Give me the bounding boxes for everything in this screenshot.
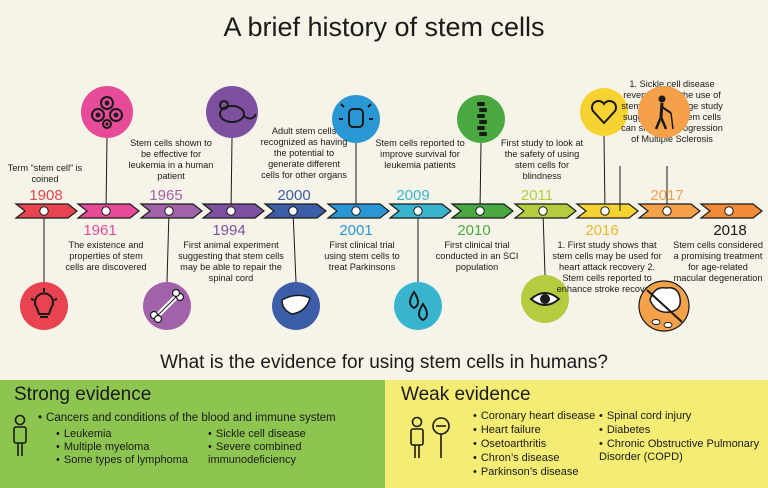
connector-line bbox=[166, 210, 170, 283]
year-1908: 1908 bbox=[29, 187, 63, 204]
weak-evidence-title: Weak evidence bbox=[401, 384, 531, 405]
walking-person-arm bbox=[661, 106, 672, 114]
timeline-node-2001 bbox=[351, 206, 361, 216]
walking-cane bbox=[670, 112, 674, 130]
cells-icon bbox=[81, 86, 133, 138]
year-2011: 2011 bbox=[520, 187, 554, 204]
timeline-node-2011 bbox=[538, 206, 548, 216]
year-2009: 2009 bbox=[396, 187, 430, 204]
person-with-sign-icon bbox=[410, 416, 450, 458]
weak-item: Chronic Obstructive Pulmonary Disorder (… bbox=[599, 438, 764, 464]
spine-icon bbox=[457, 95, 505, 143]
year-2018: 2018 bbox=[713, 222, 747, 239]
year-2010: 2010 bbox=[457, 222, 491, 239]
weak-item: Heart failure bbox=[473, 424, 541, 437]
weak-item: Chron’s disease bbox=[473, 452, 560, 465]
timeline-node-2009 bbox=[413, 206, 423, 216]
connector-line bbox=[479, 142, 482, 212]
strong-item: Multiple myeloma bbox=[56, 441, 150, 454]
event-text-2016: 1. First study shows that stem cells may… bbox=[552, 240, 662, 294]
weak-item: Parkinson’s disease bbox=[473, 466, 579, 479]
connector-line bbox=[603, 135, 606, 212]
timeline-node-1961 bbox=[101, 206, 111, 216]
strong-item: Some types of lymphoma bbox=[56, 454, 188, 467]
timeline bbox=[14, 86, 763, 330]
timeline-node-2017 bbox=[662, 206, 672, 216]
weak-item: Osetoarthritis bbox=[473, 438, 546, 451]
walking-person-leg bbox=[659, 116, 668, 130]
year-1994: 1994 bbox=[212, 222, 246, 239]
rat-icon bbox=[206, 86, 258, 138]
walking-person-head bbox=[658, 95, 666, 103]
weak-item: Coronary heart disease bbox=[473, 410, 595, 423]
year-2016: 2016 bbox=[585, 222, 619, 239]
connector-line bbox=[292, 210, 297, 283]
event-text-2010: First clinical trial conducted in an SCI… bbox=[435, 240, 519, 272]
timeline-node-1908 bbox=[39, 206, 49, 216]
extra-icons bbox=[619, 86, 690, 332]
brain-shape bbox=[649, 286, 682, 313]
page-title: A brief history of stem cells bbox=[223, 12, 545, 42]
strong-evidence-head: Cancers and conditions of the blood and … bbox=[38, 412, 336, 425]
weak-evidence-panel: Weak evidence Coronary heart disease Hea… bbox=[385, 380, 768, 488]
event-text-2001: First clinical trial using stem cells to… bbox=[324, 240, 400, 272]
connector-line bbox=[105, 137, 108, 212]
strong-evidence-title: Strong evidence bbox=[14, 384, 152, 405]
lightbulb-icon bbox=[20, 282, 68, 330]
year-2000: 2000 bbox=[277, 187, 311, 204]
cell-shape bbox=[651, 319, 661, 325]
strong-item: Leukemia bbox=[56, 428, 112, 441]
timeline-node-1994 bbox=[226, 206, 236, 216]
no-sign-ring bbox=[638, 280, 690, 332]
event-text-1961: The existence and properties of stem cel… bbox=[65, 240, 147, 272]
timeline-node-2010 bbox=[475, 206, 485, 216]
event-text-1965: Stem cells shown to be effective for leu… bbox=[128, 138, 214, 181]
walking-person-icon bbox=[638, 86, 690, 138]
weak-item: Diabetes bbox=[599, 424, 650, 437]
cell-shape bbox=[663, 322, 673, 328]
event-text-2000: Adult stem cells recognized as having th… bbox=[260, 126, 348, 180]
timeline-node-2000 bbox=[288, 206, 298, 216]
heart-icon bbox=[580, 88, 628, 136]
event-text-1908: Term “stem cell” is coined bbox=[7, 163, 83, 184]
year-1965: 1965 bbox=[149, 187, 183, 204]
evidence-heading: What is the evidence for using stem cell… bbox=[160, 352, 608, 373]
person-icon bbox=[13, 414, 27, 456]
year-2017: 2017 bbox=[650, 187, 684, 204]
event-text-2018: Stem cells considered a promising treatm… bbox=[673, 240, 763, 283]
no-sign-slash bbox=[646, 289, 683, 323]
strong-evidence-panel: Strong evidence Cancers and conditions o… bbox=[0, 380, 385, 488]
drops-icon bbox=[394, 282, 442, 330]
event-text-2009: Stem cells reported to improve survival … bbox=[375, 138, 465, 170]
timeline-node-2016 bbox=[600, 206, 610, 216]
strong-item: Severe combined immunodeficiency bbox=[208, 441, 338, 467]
weak-item: Spinal cord injury bbox=[599, 410, 691, 423]
walking-person-body bbox=[659, 102, 664, 118]
timeline-node-1965 bbox=[164, 206, 174, 216]
walking-person-leg bbox=[654, 116, 663, 130]
event-text-2011: First study to look at the safety of usi… bbox=[500, 138, 584, 181]
year-1961: 1961 bbox=[83, 222, 117, 239]
connector-line bbox=[230, 137, 233, 212]
timeline-node-2018 bbox=[724, 206, 734, 216]
event-text-1994: First animal experiment suggesting that … bbox=[178, 240, 284, 283]
strong-item: Sickle cell disease bbox=[208, 428, 306, 441]
connector-line bbox=[542, 210, 546, 276]
year-2001: 2001 bbox=[339, 222, 373, 239]
